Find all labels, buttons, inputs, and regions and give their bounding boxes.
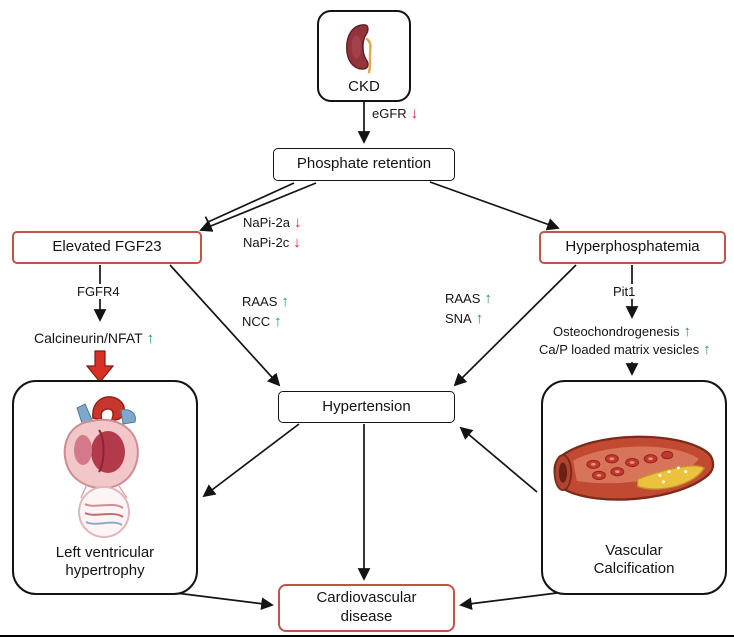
node-phosphate-retention: Phosphate retention bbox=[273, 148, 455, 181]
ncc-text: NCC bbox=[242, 314, 271, 329]
napi-2c-label: NaPi-2c ↓ bbox=[240, 235, 304, 250]
edge-phosphate-to-hyperphosphatemia bbox=[429, 181, 560, 231]
node-cardiovascular-disease: Cardiovascular disease bbox=[278, 584, 455, 632]
edge-vascular-to-cvd bbox=[459, 592, 558, 610]
raas-left-text: RAAS bbox=[242, 294, 278, 309]
vascular-calcification-label: Vascular Calcification bbox=[593, 541, 675, 578]
decrease-arrow-icon: ↓ bbox=[293, 214, 302, 231]
calcified-artery-icon bbox=[553, 435, 715, 501]
muscle-fiber-inset bbox=[78, 486, 130, 538]
raas-right-label: RAAS ↑ bbox=[445, 291, 492, 306]
napi-2c-text: NaPi-2c bbox=[243, 235, 290, 250]
decrease-arrow-icon: ↓ bbox=[293, 234, 301, 251]
calcineurin-nfat-text: Calcineurin/NFAT bbox=[34, 330, 143, 346]
cap-matrix-vesicles-label: Ca/P loaded matrix vesicles ↑ bbox=[539, 342, 711, 357]
kidney-icon bbox=[345, 23, 372, 74]
cardiovascular-disease-label: Cardiovascular disease bbox=[316, 589, 417, 625]
pit1-text: Pit1 bbox=[613, 284, 636, 299]
edge-hyperphosphatemia-to-hypertension bbox=[453, 264, 577, 387]
fgfr4-label: FGFR4 bbox=[74, 284, 123, 299]
napi-2a-text: NaPi-2a bbox=[243, 215, 290, 230]
ncc-label: NCC ↑ bbox=[242, 314, 282, 329]
lvh-label: Left ventricular hypertrophy bbox=[55, 543, 155, 580]
node-ckd: CKD bbox=[317, 10, 411, 102]
edge-vascular-to-hypertension bbox=[459, 426, 538, 493]
increase-arrow-icon: ↑ bbox=[703, 341, 711, 358]
node-left-ventricular-hypertrophy: Left ventricular hypertrophy bbox=[12, 380, 198, 595]
egfr-label: eGFR ↓ bbox=[372, 106, 418, 121]
sna-text: SNA bbox=[445, 311, 472, 326]
node-hyperphosphatemia: Hyperphosphatemia bbox=[539, 231, 726, 264]
increase-arrow-icon: ↑ bbox=[281, 293, 289, 310]
sna-label: SNA ↑ bbox=[445, 311, 483, 326]
hyperphosphatemia-label: Hyperphosphatemia bbox=[565, 238, 700, 256]
edge-fgf23-inhibits-napi bbox=[207, 182, 295, 223]
elevated-fgf23-label: Elevated FGF23 bbox=[52, 238, 162, 256]
increase-arrow-icon: ↑ bbox=[683, 323, 691, 340]
fgfr4-text: FGFR4 bbox=[77, 284, 120, 299]
phosphate-retention-label: Phosphate retention bbox=[296, 155, 432, 173]
node-vascular-calcification: Vascular Calcification bbox=[541, 380, 727, 595]
edge-fgf23-to-hypertension bbox=[169, 264, 281, 387]
calcium-specks bbox=[658, 466, 688, 484]
edge-phosphate-to-fgf23 bbox=[199, 182, 317, 232]
egfr-text: eGFR bbox=[372, 106, 407, 121]
edge-hypertension-to-lvh bbox=[202, 423, 300, 498]
raas-right-text: RAAS bbox=[445, 291, 481, 306]
pit1-label: Pit1 bbox=[610, 284, 639, 299]
red-block-arrow bbox=[85, 350, 115, 383]
plaque bbox=[637, 465, 706, 490]
calcineurin-nfat-label: Calcineurin/NFAT ↑ bbox=[34, 330, 154, 346]
aorta bbox=[92, 396, 125, 423]
increase-arrow-icon: ↑ bbox=[274, 313, 282, 330]
increase-arrow-icon: ↑ bbox=[146, 329, 155, 347]
cap-matrix-vesicles-text: Ca/P loaded matrix vesicles bbox=[539, 342, 700, 357]
raas-left-label: RAAS ↑ bbox=[242, 294, 289, 309]
node-elevated-fgf23: Elevated FGF23 bbox=[12, 231, 202, 264]
increase-arrow-icon: ↑ bbox=[475, 310, 484, 327]
node-hypertension: Hypertension bbox=[278, 391, 455, 423]
decrease-arrow-icon: ↓ bbox=[410, 105, 419, 122]
heart-illustration-icon bbox=[63, 396, 139, 538]
increase-arrow-icon: ↑ bbox=[484, 290, 492, 307]
osteochondrogenesis-text: Osteochondrogenesis bbox=[553, 324, 680, 339]
ckd-label: CKD bbox=[348, 77, 380, 95]
edge-lvh-to-cvd bbox=[175, 592, 274, 610]
osteochondrogenesis-label: Osteochondrogenesis ↑ bbox=[553, 324, 691, 339]
hypertension-label: Hypertension bbox=[322, 397, 411, 415]
napi-2a-label: NaPi-2a ↓ bbox=[240, 214, 305, 231]
